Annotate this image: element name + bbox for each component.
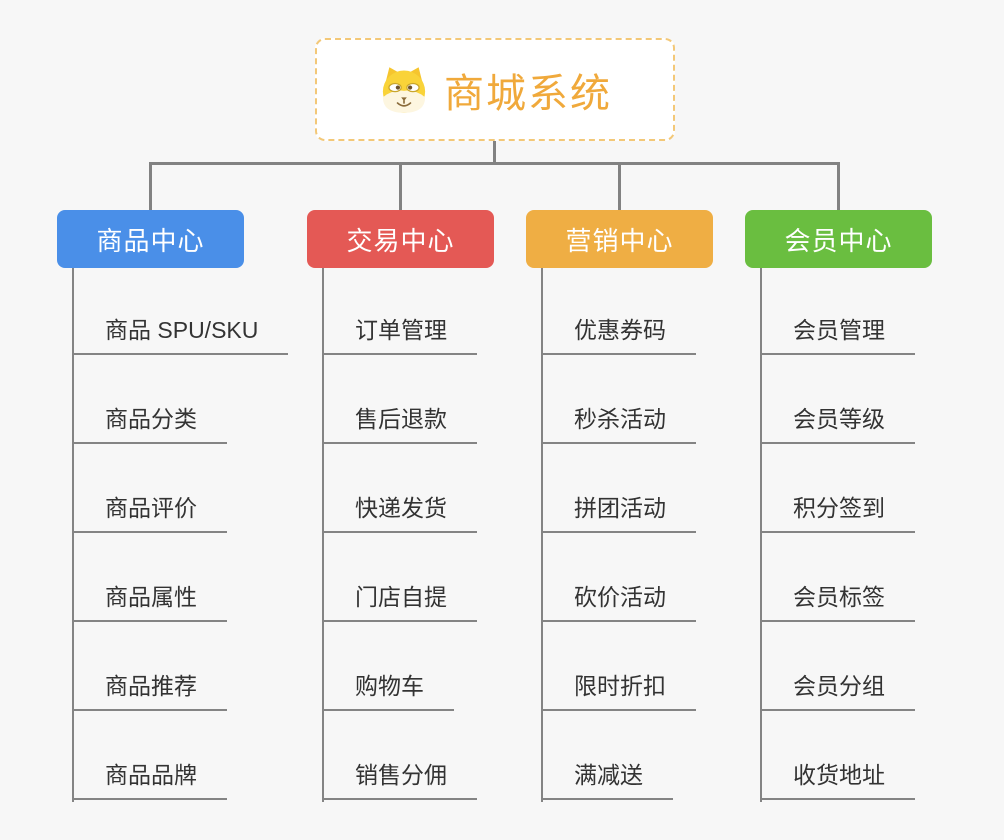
dog-face-icon [378, 64, 430, 116]
node-store-pickup[interactable]: 门店自提 [322, 576, 477, 622]
node-bargain-activity[interactable]: 砍价活动 [541, 576, 696, 622]
branch-product-center: 商品中心 商品 SPU/SKU 商品分类 商品评价 商品属性 商品推荐 商品品牌 [57, 210, 317, 815]
node-shipping-address[interactable]: 收货地址 [760, 754, 915, 800]
node-coupon-code[interactable]: 优惠券码 [541, 309, 696, 355]
node-product-spu-sku[interactable]: 商品 SPU/SKU [72, 309, 289, 355]
branch-trunk-line [322, 268, 324, 802]
node-member-management[interactable]: 会员管理 [760, 309, 915, 355]
branch-header-product-center[interactable]: 商品中心 [57, 210, 244, 268]
connector-drop-marketing [618, 162, 621, 210]
node-product-attribute[interactable]: 商品属性 [72, 576, 227, 622]
connector-bus [149, 162, 840, 165]
node-member-group[interactable]: 会员分组 [760, 665, 915, 711]
node-aftersale-refund[interactable]: 售后退款 [322, 398, 477, 444]
branch-trade-center: 交易中心 订单管理 售后退款 快递发货 门店自提 购物车 销售分佣 [307, 210, 567, 815]
node-group-buy[interactable]: 拼团活动 [541, 487, 696, 533]
branch-trunk-line [760, 268, 762, 802]
node-points-checkin[interactable]: 积分签到 [760, 487, 915, 533]
node-product-category[interactable]: 商品分类 [72, 398, 227, 444]
node-limited-time-discount[interactable]: 限时折扣 [541, 665, 696, 711]
root-node-mall-system[interactable]: 商城系统 [315, 38, 675, 141]
root-title: 商城系统 [444, 71, 612, 116]
branch-trunk-line [541, 268, 543, 802]
branch-header-trade-center[interactable]: 交易中心 [307, 210, 494, 268]
branch-header-member-center[interactable]: 会员中心 [745, 210, 932, 268]
node-product-brand[interactable]: 商品品牌 [72, 754, 227, 800]
branch-header-marketing-center[interactable]: 营销中心 [526, 210, 713, 268]
connector-drop-member [837, 162, 840, 210]
node-express-shipping[interactable]: 快递发货 [322, 487, 477, 533]
node-product-review[interactable]: 商品评价 [72, 487, 227, 533]
node-order-management[interactable]: 订单管理 [322, 309, 477, 355]
branch-member-center: 会员中心 会员管理 会员等级 积分签到 会员标签 会员分组 收货地址 [745, 210, 1004, 815]
node-member-level[interactable]: 会员等级 [760, 398, 915, 444]
node-full-reduction[interactable]: 满减送 [541, 754, 673, 800]
node-shopping-cart[interactable]: 购物车 [322, 665, 454, 711]
connector-drop-product [149, 162, 152, 210]
node-product-recommend[interactable]: 商品推荐 [72, 665, 227, 711]
connector-root-trunk [493, 141, 496, 164]
branch-trunk-line [72, 268, 74, 802]
node-sales-commission[interactable]: 销售分佣 [322, 754, 477, 800]
connector-drop-trade [399, 162, 402, 210]
branch-marketing-center: 营销中心 优惠券码 秒杀活动 拼团活动 砍价活动 限时折扣 满减送 [526, 210, 786, 815]
node-flash-sale[interactable]: 秒杀活动 [541, 398, 696, 444]
node-member-tag[interactable]: 会员标签 [760, 576, 915, 622]
